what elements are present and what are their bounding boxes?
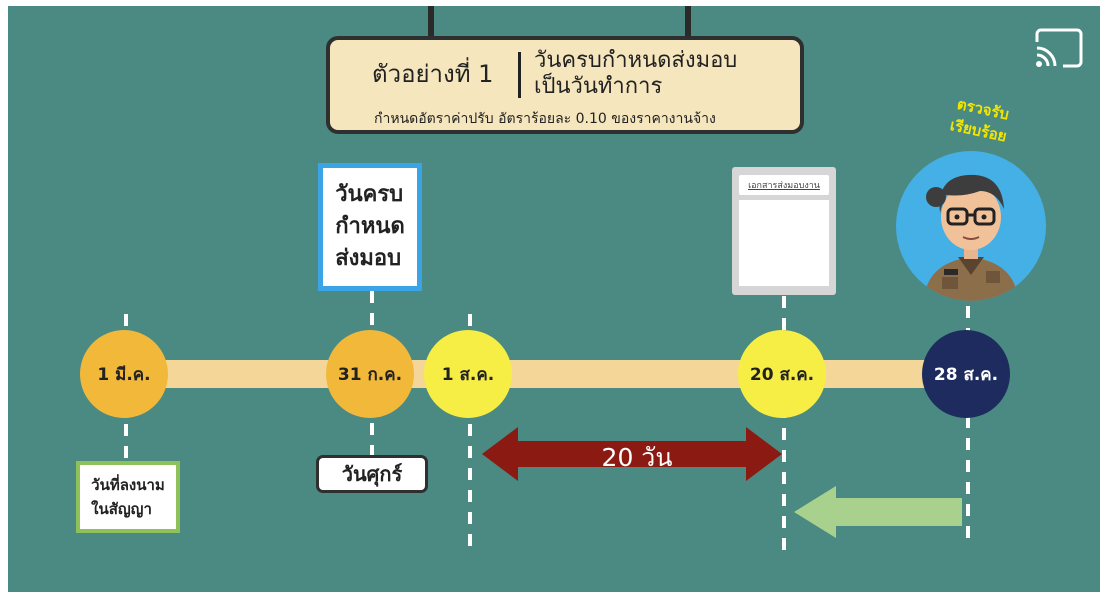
timeline-dash bbox=[782, 494, 786, 506]
duration-label: 20 วัน bbox=[601, 443, 673, 472]
timeline-bar bbox=[108, 360, 988, 388]
timeline-dash bbox=[124, 424, 128, 436]
contract-signed-box: วันที่ลงนาม ในสัญญา bbox=[76, 461, 180, 533]
document-page bbox=[739, 200, 829, 286]
timeline-date-2: 31 ก.ค. bbox=[326, 330, 414, 418]
title-heading: วันครบกำหนดส่งมอบ เป็นวันทำการ bbox=[534, 48, 737, 100]
hanging-cord-left bbox=[428, 6, 434, 36]
document-label: เอกสารส่งมอบงาน bbox=[739, 175, 829, 195]
timeline-dash bbox=[370, 291, 374, 303]
contract-signed-line2: ในสัญญา bbox=[91, 500, 152, 518]
timeline-dash bbox=[468, 512, 472, 524]
timeline-dash bbox=[782, 428, 786, 440]
title-heading-line1: วันครบกำหนดส่งมอบ bbox=[534, 48, 738, 73]
timeline-date-4: 20 ส.ค. bbox=[738, 330, 826, 418]
timeline-dash bbox=[966, 306, 970, 318]
video-frame: ตัวอย่างที่ 1 วันครบกำหนดส่งมอบ เป็นวันท… bbox=[8, 6, 1100, 592]
cast-icon[interactable] bbox=[1033, 26, 1083, 70]
duration-arrow bbox=[482, 427, 782, 481]
weekday-label: วันศุกร์ bbox=[316, 455, 428, 493]
deadline-line2: กำหนด bbox=[335, 214, 405, 239]
timeline-dash bbox=[966, 438, 970, 450]
timeline-dash bbox=[370, 313, 374, 325]
timeline-dash bbox=[468, 490, 472, 502]
timeline-dash bbox=[966, 526, 970, 538]
inspector-illustration bbox=[924, 174, 1018, 301]
deadline-line1: วันครบ bbox=[335, 182, 404, 207]
contract-signed-line1: วันที่ลงนาม bbox=[91, 476, 165, 494]
timeline-dash bbox=[782, 472, 786, 484]
timeline-dash bbox=[370, 445, 374, 457]
timeline-dash bbox=[966, 416, 970, 428]
deadline-card: วันครบ กำหนด ส่งมอบ bbox=[318, 163, 422, 291]
inspection-label: ตรวจรับ เรียบร้อย bbox=[948, 93, 1013, 148]
deadline-line3: ส่งมอบ bbox=[335, 246, 402, 271]
hanging-cord-right bbox=[685, 6, 691, 36]
timeline-dash bbox=[782, 296, 786, 308]
timeline-dash bbox=[468, 424, 472, 436]
title-separator bbox=[518, 52, 521, 98]
timeline-dash bbox=[782, 538, 786, 550]
back-arrow bbox=[794, 486, 962, 538]
timeline-date-3: 1 ส.ค. bbox=[424, 330, 512, 418]
delivery-document: เอกสารส่งมอบงาน bbox=[732, 167, 836, 295]
title-heading-line2: เป็นวันทำการ bbox=[534, 74, 663, 99]
timeline-dash bbox=[468, 468, 472, 480]
timeline-dash bbox=[782, 450, 786, 462]
timeline-dash bbox=[966, 460, 970, 472]
timeline-dash bbox=[468, 314, 472, 326]
timeline-dash bbox=[124, 314, 128, 326]
timeline-dash bbox=[782, 318, 786, 330]
timeline-date-5: 28 ส.ค. bbox=[922, 330, 1010, 418]
example-label: ตัวอย่างที่ 1 bbox=[372, 60, 494, 88]
timeline-dash bbox=[468, 534, 472, 546]
timeline-dash bbox=[124, 446, 128, 458]
inspector-avatar bbox=[896, 151, 1046, 301]
title-subtitle: กำหนดอัตราค่าปรับ อัตราร้อยละ 0.10 ของรา… bbox=[374, 111, 716, 127]
title-sign: ตัวอย่างที่ 1 วันครบกำหนดส่งมอบ เป็นวันท… bbox=[326, 36, 804, 134]
timeline-dash bbox=[966, 482, 970, 494]
timeline-dash bbox=[370, 423, 374, 435]
timeline-date-1: 1 มี.ค. bbox=[80, 330, 168, 418]
timeline-dash bbox=[782, 516, 786, 528]
timeline-dash bbox=[468, 446, 472, 458]
timeline-dash bbox=[966, 504, 970, 516]
